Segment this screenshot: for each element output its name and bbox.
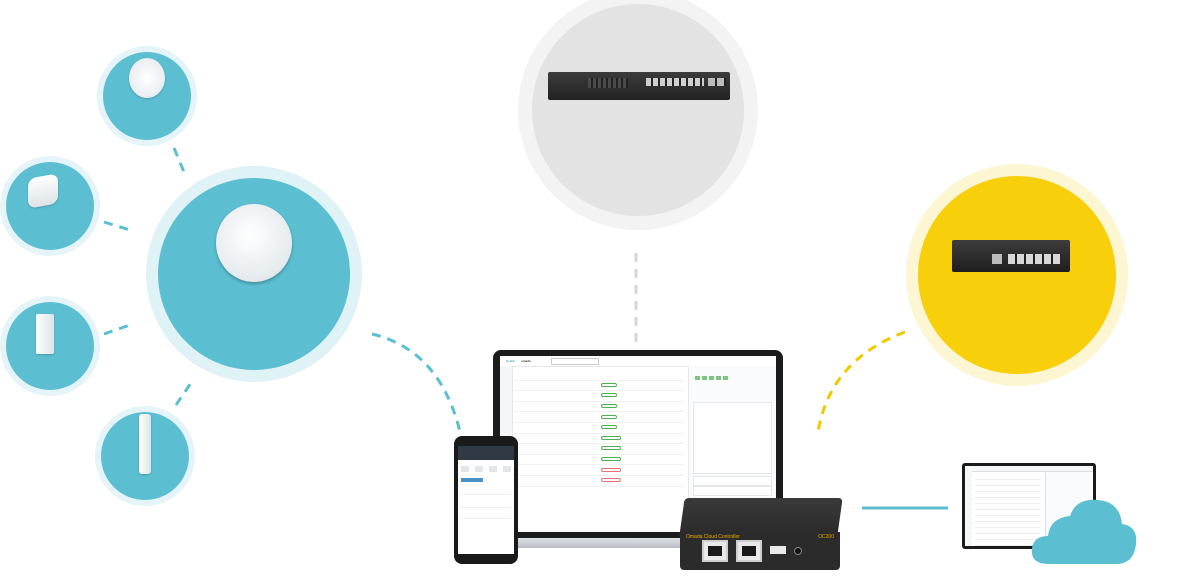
dashboard-topbar: tp-link omada <box>500 356 776 367</box>
ap-mast-bubble <box>95 406 195 506</box>
table-row[interactable] <box>514 476 684 487</box>
omada-logo: omada <box>521 359 531 363</box>
controller-model-badge: OC200 <box>818 534 834 540</box>
table-row[interactable] <box>514 423 684 434</box>
ceiling-access-point-icon <box>216 204 292 282</box>
device-table <box>514 370 684 487</box>
usb-port <box>770 546 786 554</box>
ethernet-port <box>702 540 728 562</box>
outdoor-mast-access-point-icon <box>139 414 151 474</box>
controller-label: Omada Cloud Controller <box>686 534 740 540</box>
ceiling-access-point-icon <box>129 58 165 98</box>
phone-app-screen <box>458 446 514 554</box>
link-ceiling-ap <box>172 147 186 173</box>
ethernet-port <box>736 540 762 562</box>
link-gateway-to-laptop <box>816 330 906 433</box>
cloud-icon <box>1031 499 1137 564</box>
link-outdoor-ap <box>103 220 131 232</box>
phone-tab-active[interactable] <box>461 478 483 482</box>
reset-button <box>794 547 802 555</box>
gateway-router-icon <box>952 240 1070 272</box>
switch-bubble <box>518 0 758 230</box>
table-row[interactable] <box>514 455 684 466</box>
table-row[interactable] <box>514 444 684 455</box>
table-row[interactable] <box>514 381 684 392</box>
table-row[interactable] <box>514 434 684 445</box>
hardware-controller-icon <box>679 498 843 536</box>
wall-plate-access-point-icon <box>36 314 54 354</box>
access-point-hub <box>146 166 362 382</box>
ap-wall-bubble <box>0 296 100 396</box>
gateway-bubble <box>906 164 1128 386</box>
link-ap-hub-to-laptop <box>371 332 462 433</box>
link-mast-ap <box>174 379 195 406</box>
table-row[interactable] <box>514 412 684 423</box>
table-header <box>514 370 684 381</box>
phone-stats-row <box>461 466 511 472</box>
network-switch-icon <box>548 72 730 100</box>
controller-front-panel: Omada Cloud Controller OC200 <box>680 532 840 570</box>
link-wall-ap <box>103 323 131 336</box>
search-input[interactable] <box>550 357 599 365</box>
ap-outdoor-bubble <box>0 156 100 256</box>
table-row[interactable] <box>514 465 684 476</box>
ap-ceiling-small-bubble <box>97 46 197 146</box>
phone-header <box>458 446 514 460</box>
laptop-base <box>470 538 806 548</box>
tp-link-logo: tp-link <box>506 359 515 363</box>
outdoor-access-point-icon <box>28 173 58 209</box>
table-row[interactable] <box>514 391 684 402</box>
table-row[interactable] <box>514 402 684 413</box>
